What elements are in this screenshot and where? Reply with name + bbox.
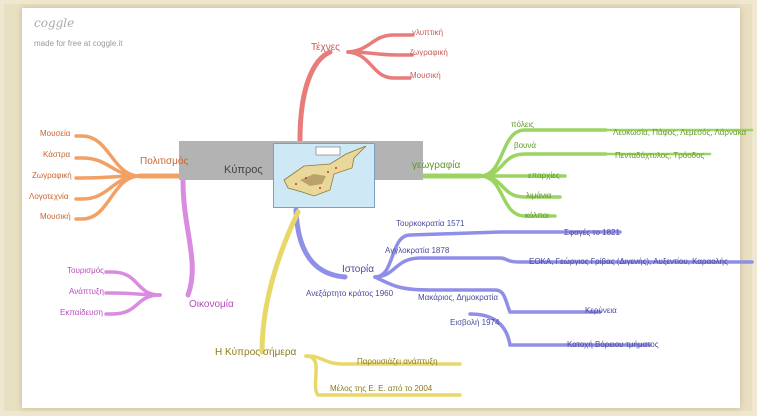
oikonomia-child-3[interactable]: Εκπαίδευση: [60, 308, 103, 317]
simera-child-2[interactable]: Μέλος της Ε. Ε. από το 2004: [330, 384, 433, 393]
istoria-child-4-detail-2[interactable]: Κατοχή Βόρειου τμήματος: [567, 340, 659, 349]
politismos-child-3[interactable]: Ζωγραφική: [32, 171, 72, 180]
istoria-child-4-detail-1[interactable]: Κερύνεια: [585, 306, 617, 315]
coggle-tagline[interactable]: made for free at coggle.it: [34, 39, 123, 48]
central-node-title: Κύπρος: [224, 164, 263, 176]
geografia-child-4[interactable]: λιμάνια: [526, 191, 552, 200]
politismos-child-5[interactable]: Μουσική: [40, 212, 71, 221]
branch-istoria-label[interactable]: Ιστορία: [342, 264, 375, 275]
istoria-child-3-detail[interactable]: Μακάριος, Δημοκρατία: [418, 293, 499, 302]
istoria-child-4[interactable]: Εισβολή 1974: [450, 318, 500, 327]
geografia-child-2[interactable]: βουνά: [514, 141, 537, 150]
geografia-child-3[interactable]: επαρχίες: [528, 171, 560, 180]
istoria-child-2[interactable]: Αγγλοκρατία 1878: [385, 246, 450, 255]
istoria-child-3[interactable]: Ανεξάρτητο κράτος 1960: [306, 289, 394, 298]
geografia-child-1-detail[interactable]: Λευκωσία, Πάφος, Λεμεσός, Λάρνακα: [613, 128, 747, 137]
coggle-logo[interactable]: coggle: [34, 16, 75, 30]
politismos-child-4[interactable]: Λογοτεχνία: [29, 192, 69, 201]
istoria-child-1-detail[interactable]: Σφαγές το 1821: [564, 228, 620, 237]
istoria-child-2-detail[interactable]: ΕΟΚΑ, Γεώργιος Γρίβας (Διγενής), Αυξεντί…: [529, 257, 728, 266]
cyprus-map-image: [273, 143, 375, 208]
politismos-child-2[interactable]: Κάστρα: [43, 150, 71, 159]
politismos-child-1[interactable]: Μουσεία: [40, 129, 71, 138]
geografia-child-5[interactable]: κόλποι: [525, 211, 549, 220]
texnes-child-2[interactable]: ζωγραφική: [410, 48, 448, 57]
branch-texnes-label[interactable]: Τέχνες: [311, 42, 340, 53]
geografia-child-2-detail[interactable]: Πενταδάχτυλος, Τρόοδος: [615, 151, 705, 160]
texnes-child-3[interactable]: Μουσική: [410, 71, 441, 80]
geografia-child-1[interactable]: πόλεις: [511, 120, 535, 129]
oikonomia-child-2[interactable]: Ανάπτυξη: [69, 287, 104, 296]
branch-geografia-label[interactable]: γεωγραφία: [412, 160, 461, 171]
branch-politismos-label[interactable]: Πολιτισμός: [140, 156, 189, 167]
texnes-child-1[interactable]: γλυπτική: [412, 28, 444, 37]
branch-simera-label[interactable]: Η Κύπρος σήμερα: [215, 347, 297, 358]
oikonomia-child-1[interactable]: Τουρισμός: [67, 266, 105, 275]
simera-child-1[interactable]: Παρουσιάζει ανάπτυξη: [357, 357, 438, 366]
branch-oikonomia-label[interactable]: Οικονομία: [189, 299, 234, 310]
istoria-child-1[interactable]: Τουρκοκρατία 1571: [396, 219, 465, 228]
